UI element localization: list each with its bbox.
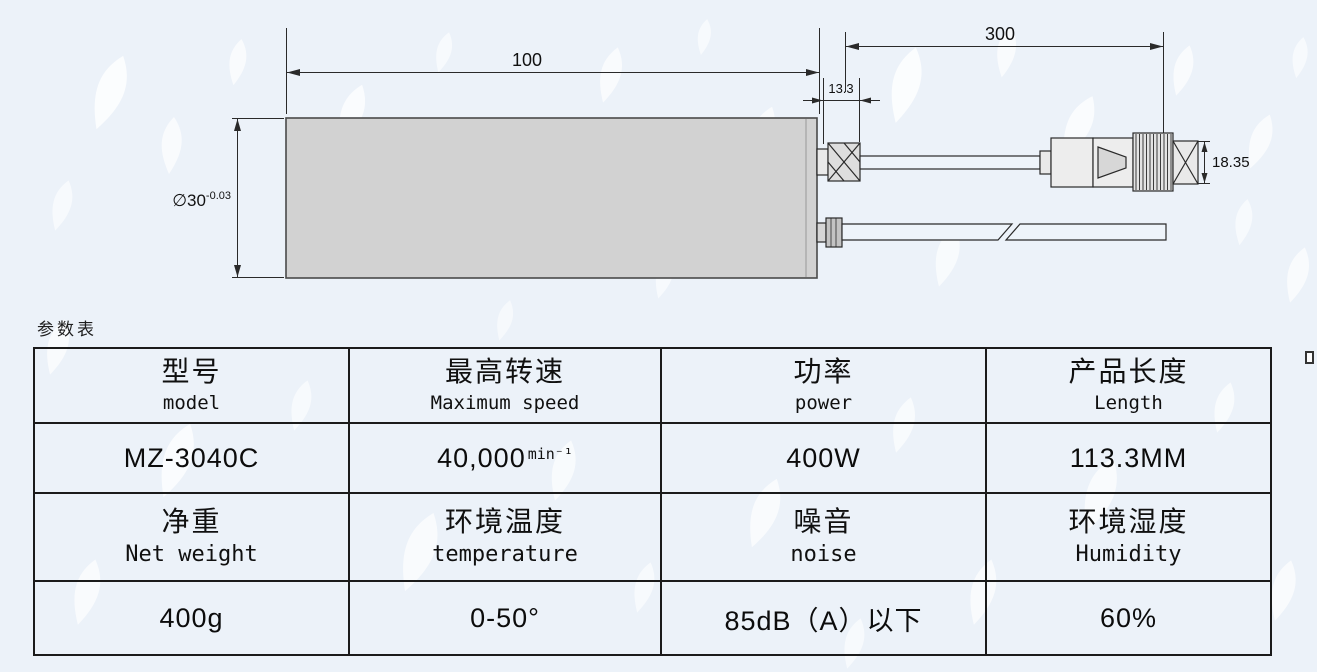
header-max-speed-zh: 最高转速 xyxy=(444,357,565,389)
table-caption: 参数表 xyxy=(37,320,97,339)
header-temperature-zh: 环境温度 xyxy=(444,507,565,539)
value-row-2: 400g 0-50° 85dB（A）以下 60% xyxy=(33,580,1272,656)
header-noise-zh: 噪音 xyxy=(793,507,854,539)
technical-drawing: 100 300 13.3 18.35 ∅30-0.03 xyxy=(172,24,1250,279)
header-max-speed-en: Maximum speed xyxy=(430,391,580,414)
spec-table: 型号 model 最高转速 Maximum speed 功率 power 产品长… xyxy=(33,347,1272,656)
dimension-labels: 100 300 13.3 18.35 ∅30-0.03 xyxy=(172,24,1249,210)
dim-body-length: 100 xyxy=(512,50,542,70)
header-power-zh: 功率 xyxy=(793,357,854,389)
header-length-en: Length xyxy=(1094,391,1163,414)
dim-body-diameter: ∅30-0.03 xyxy=(172,190,231,210)
header-noise-en: noise xyxy=(790,541,857,567)
max-speed-value: 40,000 xyxy=(437,442,526,473)
value-noise: 85dB（A）以下 xyxy=(660,580,987,656)
max-speed-unit: min⁻¹ xyxy=(527,444,573,463)
dimension-lines xyxy=(232,28,1210,278)
length-value: 113.3MM xyxy=(1069,442,1188,473)
noise-value: 85dB（A）以下 xyxy=(724,605,923,636)
humidity-value: 60% xyxy=(1099,602,1158,633)
header-net-weight: 净重 Net weight xyxy=(33,492,350,582)
motor-body xyxy=(285,117,818,279)
header-model-zh: 型号 xyxy=(161,357,222,389)
dim-connector-diameter: 18.35 xyxy=(1212,154,1250,171)
model-value: MZ-3040C xyxy=(123,442,260,473)
value-power: 400W xyxy=(660,422,987,494)
header-humidity-en: Humidity xyxy=(1075,541,1182,567)
header-max-speed: 最高转速 Maximum speed xyxy=(348,347,662,424)
header-length: 产品长度 Length xyxy=(985,347,1272,424)
dimension-arrows xyxy=(234,43,1208,277)
temperature-value: 0-50° xyxy=(470,602,540,633)
header-power-en: power xyxy=(794,391,853,414)
header-net-weight-zh: 净重 xyxy=(161,507,222,539)
lower-cable-assembly xyxy=(816,217,1167,248)
header-temperature-en: temperature xyxy=(432,541,578,567)
header-power: 功率 power xyxy=(660,347,987,424)
header-length-zh: 产品长度 xyxy=(1068,357,1189,389)
value-temperature: 0-50° xyxy=(348,580,662,656)
knurl-texture xyxy=(1135,134,1172,190)
value-model: MZ-3040C xyxy=(33,422,350,494)
header-model: 型号 model xyxy=(33,347,350,424)
cable-connector xyxy=(1039,132,1199,192)
header-noise: 噪音 noise xyxy=(660,492,987,582)
upper-shaft-assembly xyxy=(816,142,1041,182)
header-row-2: 净重 Net weight 环境温度 temperature 噪音 noise … xyxy=(33,492,1272,582)
value-humidity: 60% xyxy=(985,580,1272,656)
power-value: 400W xyxy=(786,442,861,473)
header-row-1: 型号 model 最高转速 Maximum speed 功率 power 产品长… xyxy=(33,347,1272,424)
net-weight-value: 400g xyxy=(159,602,224,633)
header-humidity-zh: 环境湿度 xyxy=(1068,507,1189,539)
dim-collet-length: 13.3 xyxy=(828,81,853,96)
header-humidity: 环境湿度 Humidity xyxy=(985,492,1272,582)
edge-marker xyxy=(1305,351,1314,364)
header-model-en: model xyxy=(162,391,221,414)
value-net-weight: 400g xyxy=(33,580,350,656)
dim-cable-length: 300 xyxy=(985,24,1015,44)
header-net-weight-en: Net weight xyxy=(125,541,258,567)
value-length: 113.3MM xyxy=(985,422,1272,494)
header-temperature: 环境温度 temperature xyxy=(348,492,662,582)
